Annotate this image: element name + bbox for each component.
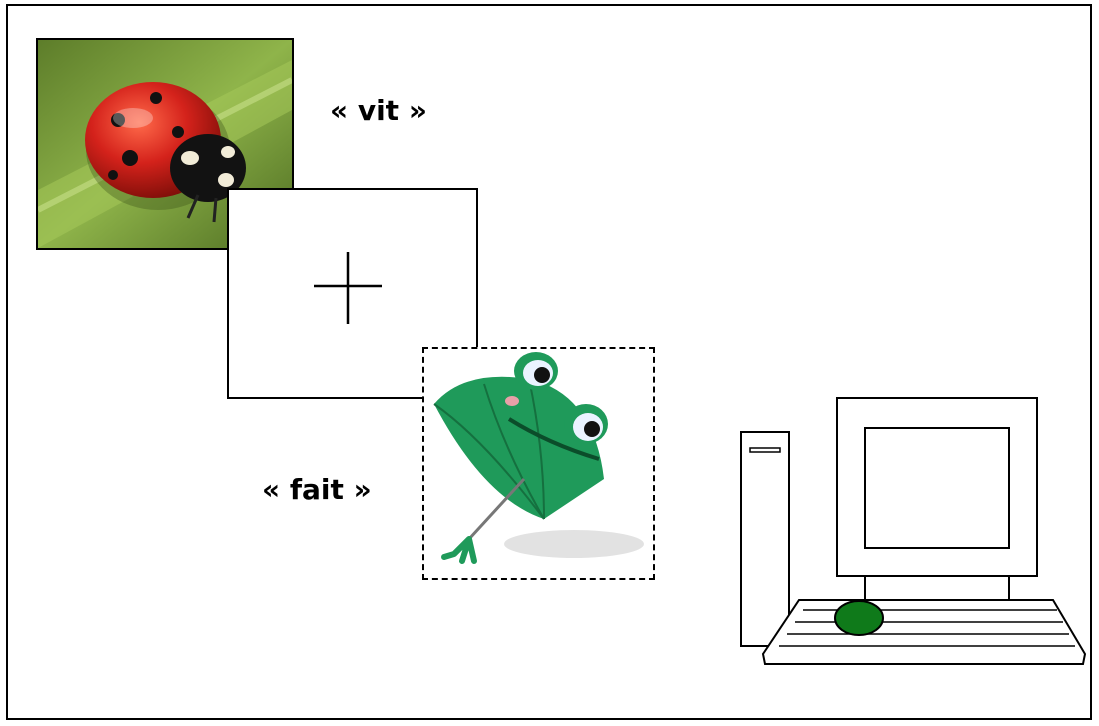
target-word: « fait » [262,473,372,506]
umbrella-image [422,347,655,580]
monitor-screen [864,427,1010,549]
computer-illustration [735,392,1095,674]
prime-word: « vit » [330,94,427,127]
fixation-cross-icon [314,252,382,324]
tower-case [740,431,790,647]
drive-slot [749,447,781,453]
mouse [834,600,884,636]
monitor-stand [864,575,1010,601]
